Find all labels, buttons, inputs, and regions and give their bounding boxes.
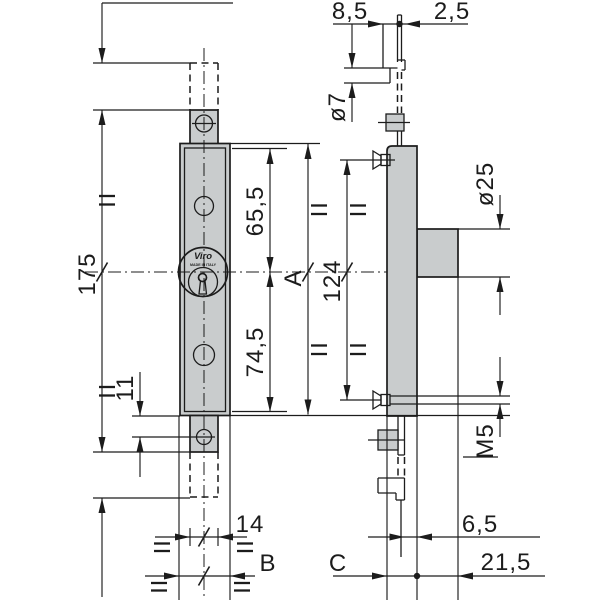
dimension-arrows [98, 20, 504, 580]
dim-label-total-depth: 21,5 [481, 549, 532, 576]
dim-label-rod-to-back: 6,5 [462, 511, 498, 538]
side-plate [386, 145, 418, 417]
lower-rod [368, 416, 406, 557]
dimension-lines [101, 3, 501, 600]
side-view [344, 14, 459, 557]
dim-label-thread: M5 [472, 423, 499, 458]
dim-label-cylinder-diameter: ø25 [472, 162, 499, 206]
brand-origin: MADE IN ITALY [190, 263, 217, 267]
dim-label-rod-setback: 8,5 [332, 0, 368, 25]
dim-label-total-length: 175 [74, 252, 101, 295]
keyhole-icon [197, 272, 208, 283]
symmetry-marks [99, 194, 366, 592]
dim-label-mount-depth: C [329, 550, 347, 577]
cylinder-plug [187, 266, 219, 298]
front-view: Viro MADE IN ITALY [85, 48, 428, 600]
dim-label-body-length: A [280, 269, 307, 286]
dim-label-body-upper: 65,5 [242, 186, 269, 237]
dim-label-rod-diameter: ø7 [324, 92, 351, 122]
lower-rod-hook [377, 477, 406, 501]
dim-label-body-width: B [259, 550, 276, 577]
upper-rod [344, 14, 410, 146]
brand-logo: Viro [194, 251, 212, 262]
dim-label-rod-thickness: 2,5 [434, 0, 470, 25]
dimensions: 175 65,5 74,5 11 A 124 ø7 ø25 M5 8,5 2,5… [74, 0, 545, 600]
dim-label-tailpiece-width: 14 [236, 511, 265, 538]
cylinder-protrusion [416, 228, 459, 278]
dim-label-body-lower: 74,5 [242, 327, 269, 378]
keyhole-stem [198, 280, 208, 295]
centerline-ticks [95, 262, 354, 586]
dim-label-screw-spacing: 124 [319, 259, 346, 302]
bolt-extended-up-outline [189, 62, 219, 110]
dim-label-hole-offset: 11 [112, 375, 139, 402]
